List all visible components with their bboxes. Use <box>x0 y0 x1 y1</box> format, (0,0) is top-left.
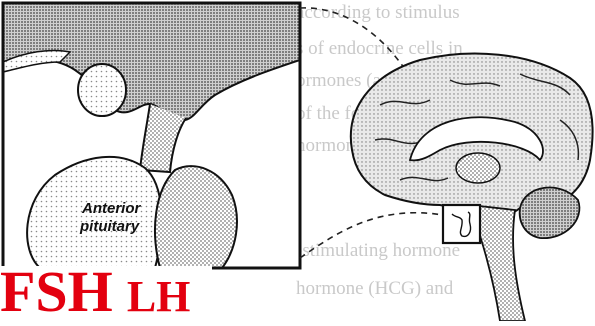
inset-label-line2: pituitary <box>79 218 140 235</box>
lh-label: LH <box>127 272 191 321</box>
fsh-label: FSH <box>0 259 113 324</box>
inset-panel: Anterior pituitary <box>3 3 300 268</box>
cerebellum <box>520 188 580 239</box>
small-lobe <box>78 64 126 116</box>
connector-line-bottom <box>300 213 443 258</box>
brain-sagittal-view <box>351 54 593 321</box>
inset-label-line1: Anterior <box>81 200 142 217</box>
